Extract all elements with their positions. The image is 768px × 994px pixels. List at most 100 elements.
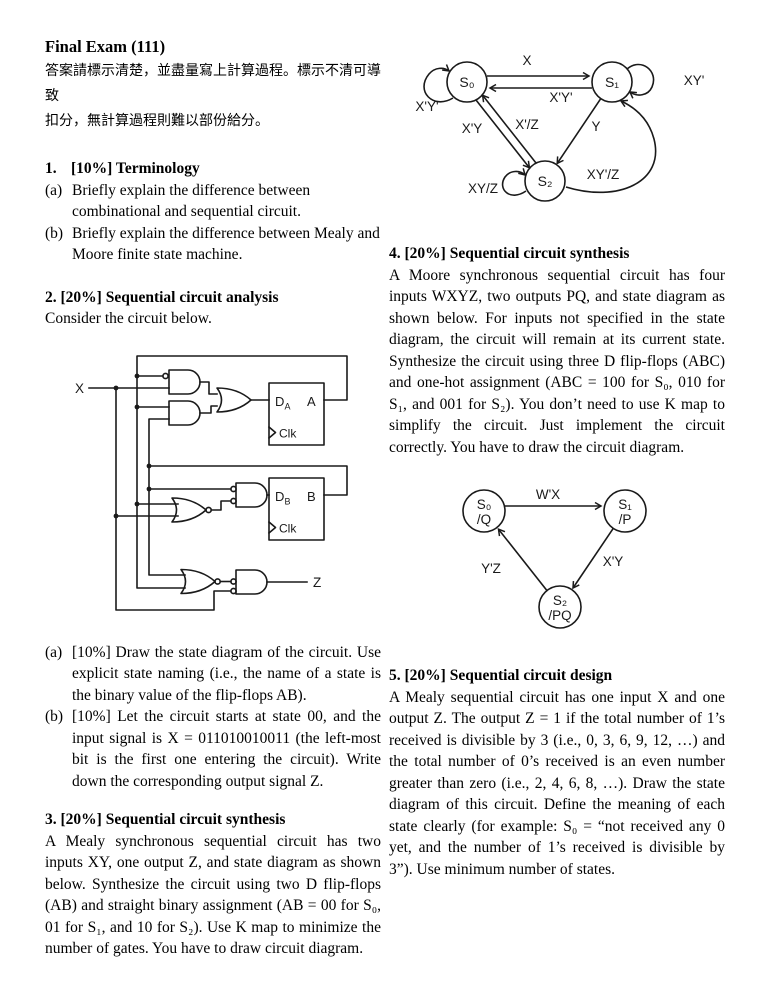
ffb-clk-label: Clk [279,521,297,535]
state-s1-output: /P [619,512,632,527]
edge-label-s1-s2: Y [591,119,600,134]
state-s0-label: S₀ [477,497,492,512]
d-flipflop-b [267,476,325,541]
nor-gate-middle [171,496,207,523]
edge-label-s1-s0: X'Y' [549,90,572,105]
q3-heading: 3. [20%] Sequential circuit synthesis [45,811,286,828]
ffa-d-label: D [275,394,284,409]
edge-label-s2-s0: Y'Z [481,561,501,576]
gates [168,368,268,595]
state-s2-label: S₂ [538,173,553,189]
arrow-s1-to-s2 [572,527,614,590]
clock-triangle [267,425,277,439]
item-marker: (a) [45,181,63,199]
state-s2-label: S₂ [553,593,567,608]
nand-gate [235,481,268,508]
page-title: Final Exam (111) [45,37,166,56]
state-s2 [524,160,566,202]
circuit-labels: X D A A Clk D B B Clk Z [75,381,321,590]
arrow-s2-self [501,168,527,196]
ffb-d-label: D [275,489,284,504]
exam-notice: 答案請標示清楚，並盡量寫上計算過程。標示不清可導致 扣分，無計算過程則難以部份給… [45,59,381,134]
item-text: [10%] Let the circuit starts at state 00… [72,708,381,790]
state-s0 [462,489,506,533]
nor-gate-bottom [180,568,216,594]
left-column: Final Exam (111) 答案請標示清楚，並盡量寫上計算過程。標示不清可… [45,36,381,960]
item-text: Briefly explain the difference between c… [72,181,311,221]
ffa-q-label: A [307,394,316,409]
edge-label-s0-s2: X'Y [462,121,483,136]
arrow-s2-to-s0 [481,94,537,164]
edge-label-s0-s1: W'X [536,487,560,502]
transition-arrows [423,63,657,196]
q1-heading: 1. [10%] Terminology [45,158,381,180]
item-marker: (b) [45,224,64,242]
edge-label-s0-s1: X [522,53,531,68]
state-s0-label: S₀ [459,74,474,90]
output-z-label: Z [313,575,321,590]
ffb-d-sub-label: B [285,496,291,506]
diagram-labels: S₀ S₁ S₂ X X'Y' X'Y' XY' X'Y X'/Z Y XY/Z… [415,53,704,196]
item-text: Briefly explain the difference between M… [72,224,380,264]
state-circles [446,61,633,202]
right-column: S₀ S₁ S₂ X X'Y' X'Y' XY' X'Y X'/Z Y XY/Z… [389,36,725,880]
arrow-s1-self [626,63,655,99]
d-flipflop-a [267,381,325,446]
q4-body: A Moore synchronous sequential circuit h… [389,266,725,456]
q5-body: A Mealy sequential circuit has one input… [389,688,725,878]
state-s1 [591,61,633,103]
junction-dots [113,373,152,518]
ffa-d-sub-label: A [285,401,291,411]
state-s1 [603,489,647,533]
edge-label-s2-s0: X'/Z [515,117,539,132]
item-marker: (b) [45,708,64,725]
q5-heading: 5. [20%] Sequential circuit design [389,667,613,684]
q1-number: 1. [45,160,57,177]
and-gate-output [235,568,268,595]
state-s1-label: S₁ [618,497,632,512]
edge-label-s1-s2: X'Y [603,554,624,569]
q2-heading: 2. [20%] Sequential circuit analysis [45,288,279,306]
ffb-q-label: B [307,489,316,504]
and-gate-top [168,368,201,395]
state-s0-output: /Q [477,512,491,527]
ffa-clk-label: Clk [279,426,297,440]
clock-triangle [267,520,277,534]
q1-item-a: (a) Briefly explain the difference betwe… [45,180,381,223]
q2-item-a: (a) [10%] Draw the state diagram of the … [45,642,381,707]
notice-line-1: 答案請標示清楚，並盡量寫上計算過程。標示不清可導致 [45,64,381,104]
diagram-labels: S₀ /Q S₁ /P S₂ /PQ W'X X'Y Y'Z [477,487,633,623]
arrow-s0-self [423,64,454,103]
and-gate-second [168,399,201,426]
arrow-s0-to-s2 [475,99,531,169]
q2-intro: Consider the circuit below. [45,310,212,327]
arrow-s2-to-s1 [565,99,657,194]
arrow-s1-to-s2 [556,98,602,165]
q1-title: [10%] Terminology [71,160,200,177]
q3-body: A Mealy synchronous sequential circuit h… [45,832,381,958]
state-diagram-q3: S₀ S₁ S₂ X X'Y' X'Y' XY' X'Y X'/Z Y XY/Z… [415,53,704,202]
state-diagram-q4: S₀ /Q S₁ /P S₂ /PQ W'X X'Y Y'Z [462,487,647,629]
state-s0 [446,61,488,103]
arrow-s2-to-s0 [497,528,548,592]
item-text: [10%] Draw the state diagram of the circ… [72,643,381,704]
item-marker: (a) [45,643,63,661]
edge-label-s2-self: XY/Z [468,181,498,196]
notice-line-2: 扣分，無計算過程則難以部份給分。 [45,114,269,129]
input-x-label: X [75,381,84,396]
wires [88,354,348,611]
edge-label-s2-s1: XY'/Z [587,167,620,182]
transition-arrows [497,501,614,592]
or-gate [216,386,252,413]
inverter-bubbles [162,372,237,594]
edge-label-s0-self: X'Y' [415,99,438,114]
state-circles [462,489,647,629]
q2-item-b: (b) [10%] Let the circuit starts at stat… [45,706,381,792]
circuit-diagram-q2: X D A A Clk D B B Clk Z [75,354,348,611]
edge-label-s1-self: XY' [684,73,705,88]
state-s1-label: S₁ [605,74,619,90]
state-s2-output: /PQ [548,608,571,623]
state-s2 [538,585,582,629]
q1-item-b: (b) Briefly explain the difference betwe… [45,223,381,266]
